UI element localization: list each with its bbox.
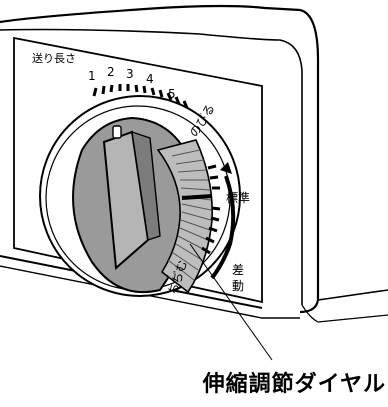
- feed-scale-number-4: 4: [146, 72, 154, 86]
- feed-scale-number-3: 3: [126, 67, 134, 81]
- differential-label-line-1: 差: [232, 263, 244, 277]
- machine-base-line-2: [0, 265, 300, 319]
- machine-back-curve: [301, 304, 388, 323]
- feed-length-label: 送り長さ: [32, 51, 76, 65]
- differential-scale-band: [156, 139, 213, 294]
- differential-arc: [210, 175, 236, 280]
- caption-leader-line: [189, 243, 273, 361]
- standard-label: 標準: [226, 190, 250, 205]
- machine-front-panel: [0, 4, 301, 24]
- standard-mark-bar: [181, 194, 213, 200]
- feed-scale-number-5: 5: [168, 87, 176, 101]
- feed-length-ticks: [92, 84, 189, 109]
- caption-title: 伸縮調節ダイヤル: [202, 372, 386, 397]
- machine-rear-edge: [317, 289, 388, 301]
- dial-pointer-notch: [112, 125, 122, 139]
- arrow-up-icon: [220, 162, 232, 174]
- machine-side-panel: [299, 8, 320, 314]
- feed-scale-number-2: 2: [107, 65, 115, 79]
- differential-label-line-2: 動: [232, 279, 244, 293]
- dial-knob-grip-shadow: [131, 130, 161, 241]
- machine-top-edge: [0, 28, 303, 305]
- feed-scale-number-1: 1: [88, 69, 96, 83]
- differential-ticks: [201, 164, 221, 255]
